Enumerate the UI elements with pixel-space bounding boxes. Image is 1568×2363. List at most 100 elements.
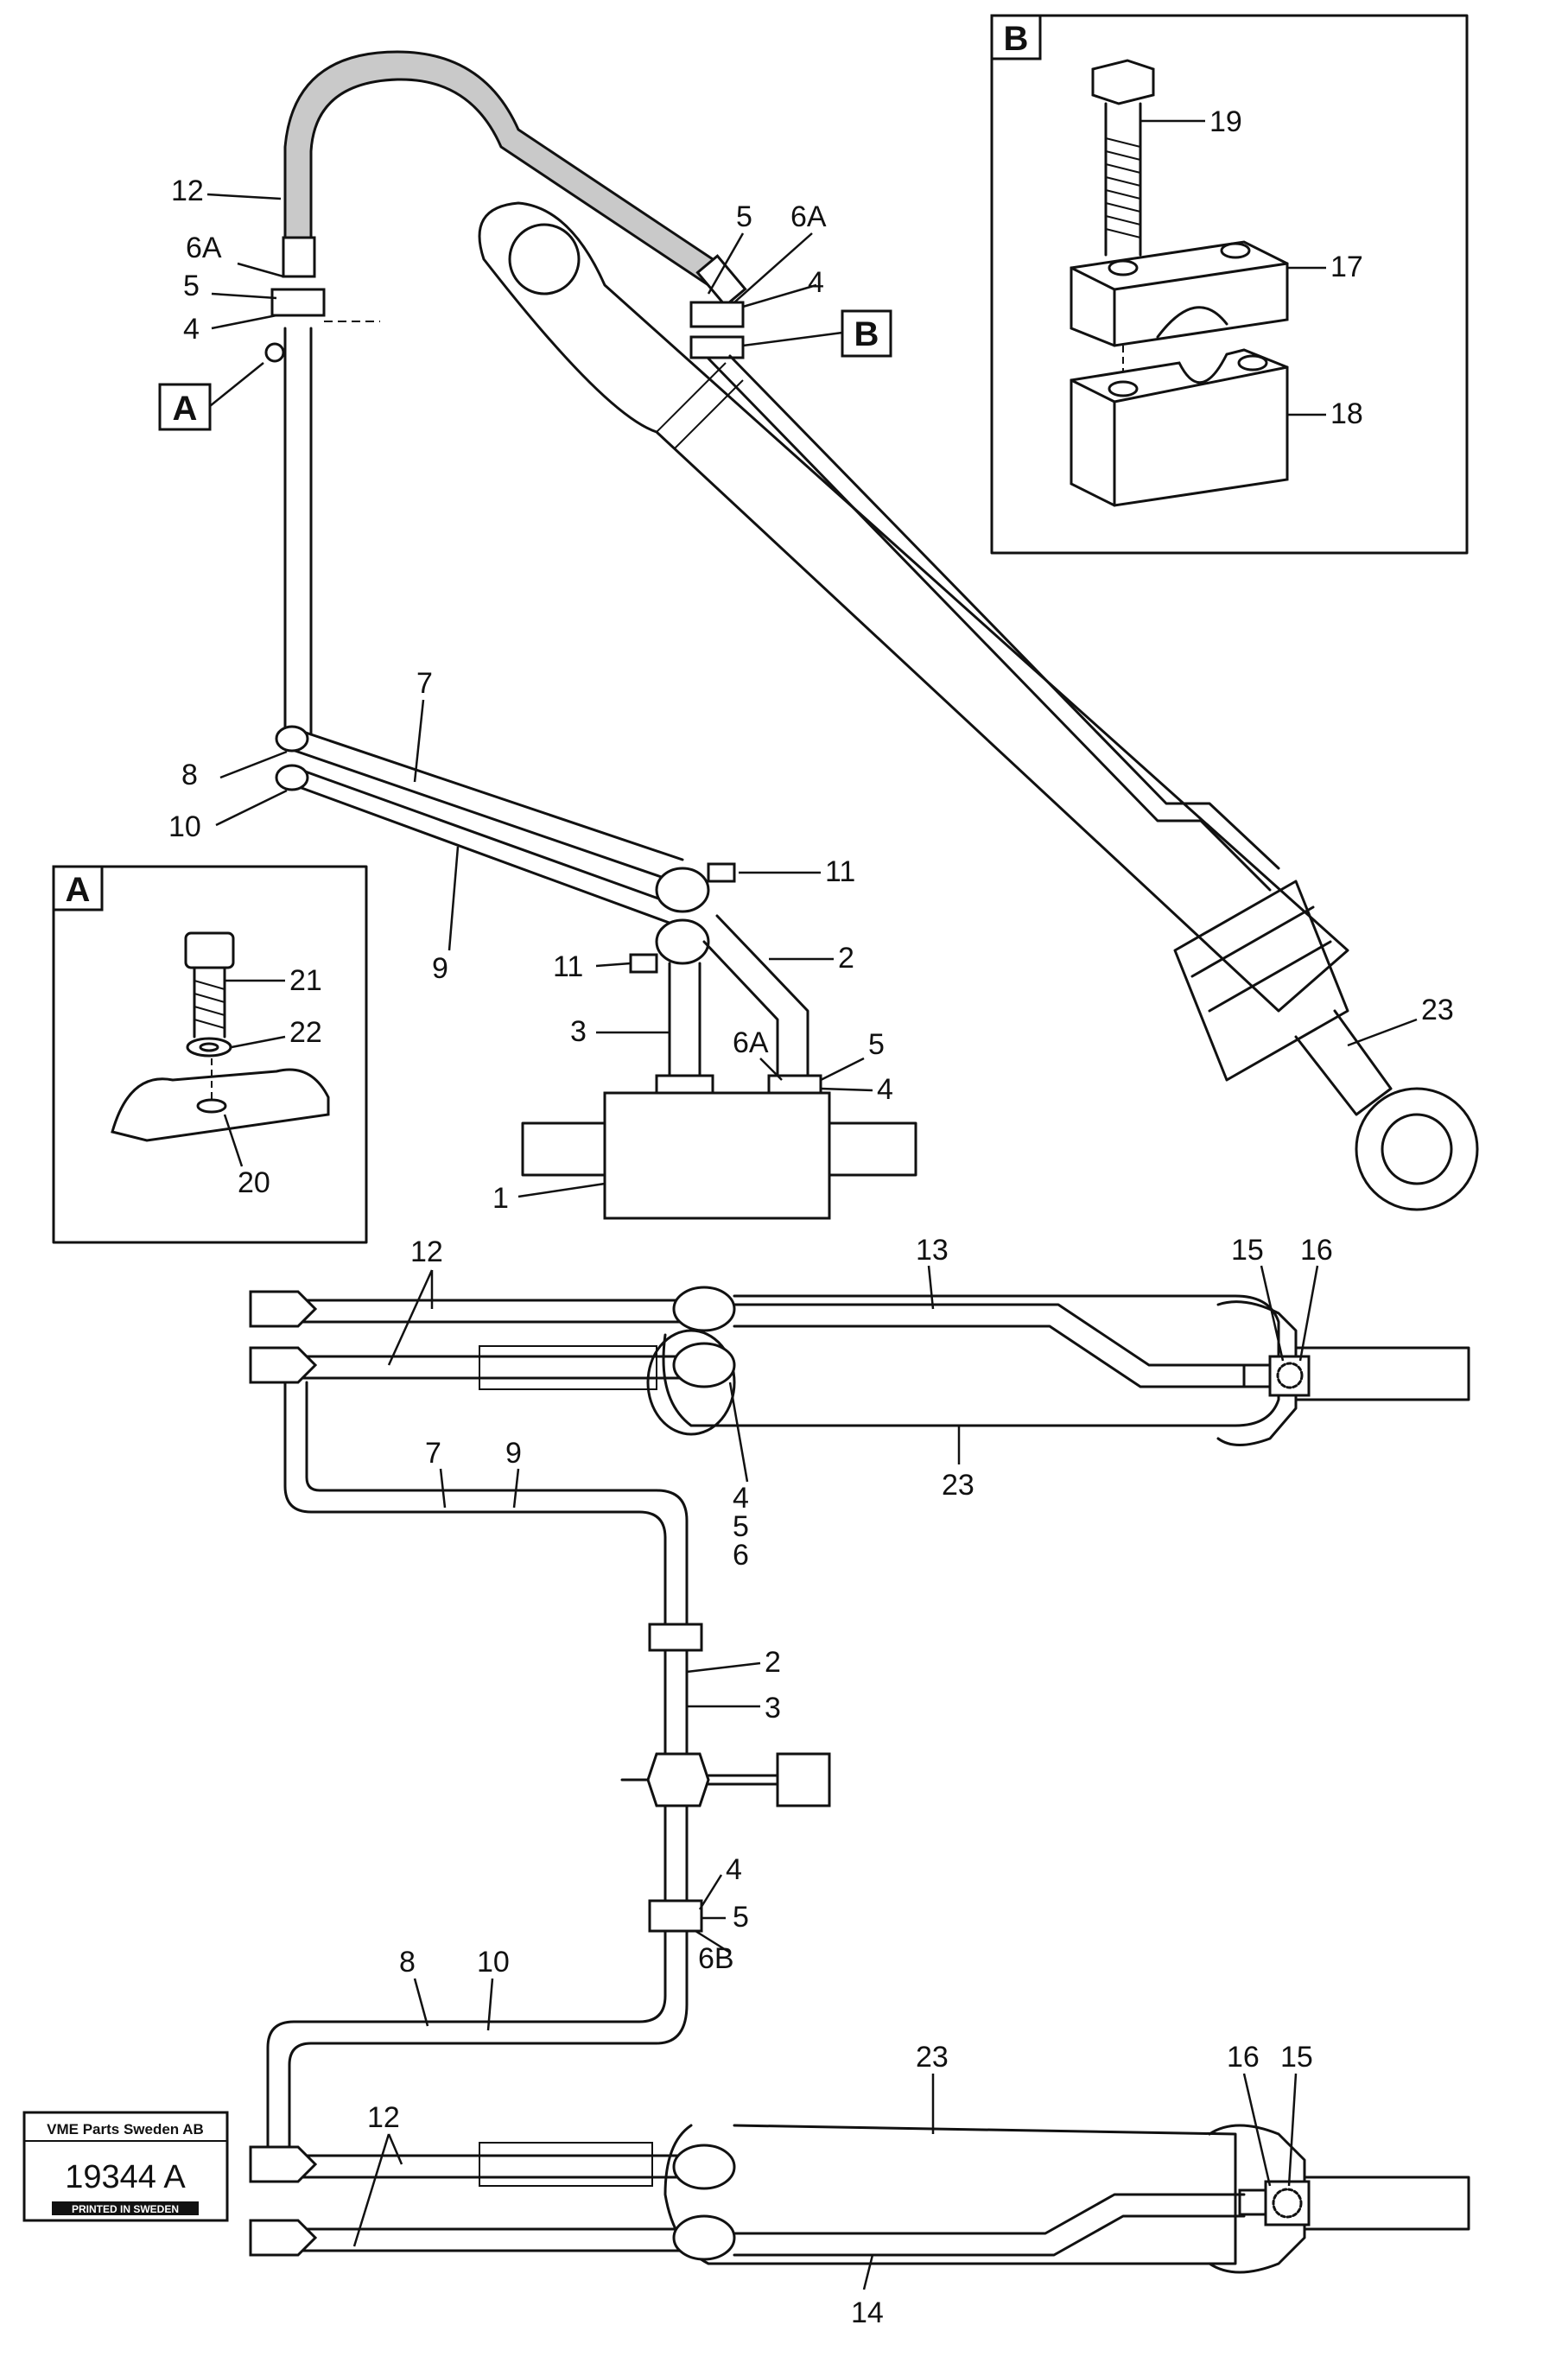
label-bot-12: 12 — [367, 2101, 400, 2134]
hose-fitting-left — [282, 236, 316, 278]
pipe-12-bottom-upper — [275, 2154, 693, 2179]
label-top-3: 3 — [570, 1015, 587, 1048]
tee-fitting — [646, 1752, 710, 1807]
label-top-9: 9 — [432, 952, 448, 985]
bottom-assembly — [249, 2124, 1470, 2274]
stamp-printed: PRINTED IN SWEDEN — [72, 2203, 179, 2215]
pipe-2 — [702, 914, 809, 1082]
part-number-stamp: VME Parts Sweden AB 19344 A PRINTED IN S… — [22, 2111, 229, 2222]
clamp-6B — [648, 1899, 703, 1933]
label-mid-4b: 4 — [726, 1853, 742, 1886]
stamp-number: 19344 A — [65, 2159, 186, 2195]
cylinder-body — [1173, 880, 1349, 1082]
bolt-21 — [184, 931, 235, 969]
pipe-12-mid-upper — [275, 1299, 693, 1324]
pipe-7-mid — [283, 1381, 689, 1635]
leaders — [206, 193, 1418, 2290]
arm-pivot-eye — [508, 223, 581, 295]
label-bot-15: 15 — [1280, 2041, 1313, 2074]
label-top-7: 7 — [416, 667, 433, 700]
detail-B-title: B — [1004, 20, 1029, 58]
callout-A-text: A — [173, 390, 198, 428]
pipe-13 — [733, 1303, 1246, 1388]
lift-arm — [478, 201, 1349, 1013]
label-top-4-left: 4 — [183, 313, 200, 346]
label-mid-16: 16 — [1300, 1234, 1333, 1267]
pipe-end-block-lower — [249, 1346, 318, 1384]
label-top-11-upper: 11 — [825, 855, 855, 888]
clamp-left — [270, 288, 326, 317]
callout-B-box: B — [742, 309, 892, 358]
label-top-1: 1 — [492, 1182, 509, 1215]
label-mid-12: 12 — [410, 1235, 443, 1268]
pipe-7 — [296, 728, 684, 861]
nipple-11-lower — [629, 953, 658, 974]
pipe-10 — [283, 780, 676, 926]
detail-B-label-19: 19 — [1209, 105, 1242, 138]
label-bot-16: 16 — [1227, 2041, 1260, 2074]
label-bot-23: 23 — [916, 2041, 949, 2074]
label-mid-13: 13 — [916, 1234, 949, 1267]
label-top-8: 8 — [181, 759, 198, 791]
label-top-5-right: 5 — [736, 200, 752, 233]
clamp-right — [689, 301, 745, 328]
nipple-11-upper — [707, 862, 736, 883]
detail-B-label-18: 18 — [1330, 397, 1363, 430]
label-mid-6B: 6B — [698, 1942, 734, 1975]
cylinder-23-mid — [662, 1294, 1280, 1427]
pipe-9 — [296, 767, 684, 909]
label-top-10: 10 — [168, 810, 201, 843]
detail-A-label-22: 22 — [289, 1016, 322, 1049]
callout-A-box: A — [158, 362, 264, 431]
callout-B-text: B — [854, 315, 879, 353]
clamp-half-17 — [1070, 240, 1289, 347]
detail-B: B 19 17 18 — [990, 14, 1469, 555]
connector-upper — [655, 867, 710, 913]
detail-A: A 21 22 20 — [52, 865, 368, 1244]
hose-12 — [283, 50, 728, 287]
detail-A-label-20: 20 — [238, 1166, 270, 1199]
label-top-12: 12 — [171, 175, 204, 207]
bolt-19 — [1091, 59, 1155, 105]
cylinder-rod — [1294, 1009, 1393, 1116]
valve-1 — [603, 1091, 831, 1220]
connector-lower — [655, 918, 710, 965]
label-mid-6: 6 — [733, 1539, 749, 1572]
label-top-6A-left: 6A — [186, 232, 222, 264]
detail-B-label-17: 17 — [1330, 251, 1363, 283]
label-top-5-left: 5 — [183, 270, 200, 302]
pipe-12-bottom-lower — [275, 2227, 684, 2252]
label-mid-4: 4 — [733, 1482, 749, 1515]
pipe-end-block-upper — [249, 1290, 318, 1328]
pipe-3 — [668, 962, 701, 1082]
label-mid-2: 2 — [765, 1646, 781, 1679]
label-top-6A-right: 6A — [790, 200, 827, 233]
pipe-left-vertical — [283, 327, 313, 749]
label-mid-5: 5 — [733, 1510, 749, 1543]
label-mid-7: 7 — [425, 1437, 441, 1470]
label-top-5-valve: 5 — [868, 1028, 885, 1061]
label-top-11-lower: 11 — [553, 950, 583, 983]
label-top-6A-valve: 6A — [733, 1026, 769, 1059]
label-top-4-right: 4 — [808, 266, 824, 299]
pipe-right — [707, 354, 1280, 892]
pipe-14 — [733, 2193, 1246, 2257]
label-top-4-valve: 4 — [877, 1073, 893, 1106]
middle-assembly — [249, 1286, 1470, 2170]
part-labels: 12 6A 5 4 5 6A 4 7 8 10 9 11 11 2 3 6A 5… — [168, 175, 1454, 2329]
pipe-8 — [283, 746, 676, 883]
label-bot-8: 8 — [399, 1946, 416, 1979]
label-mid-15: 15 — [1231, 1234, 1264, 1267]
detail-A-title: A — [66, 871, 91, 909]
stamp-company: VME Parts Sweden AB — [47, 2121, 204, 2137]
top-assembly — [264, 50, 1479, 1220]
label-top-2: 2 — [838, 942, 854, 975]
detail-A-label-21: 21 — [289, 964, 322, 997]
label-mid-3: 3 — [765, 1692, 781, 1725]
label-top-23: 23 — [1421, 994, 1454, 1026]
clamp-bolt-a — [264, 342, 285, 363]
label-mid-5b: 5 — [733, 1901, 749, 1934]
label-mid-23: 23 — [942, 1469, 974, 1502]
cylinder-23-bottom — [663, 2124, 1237, 2265]
